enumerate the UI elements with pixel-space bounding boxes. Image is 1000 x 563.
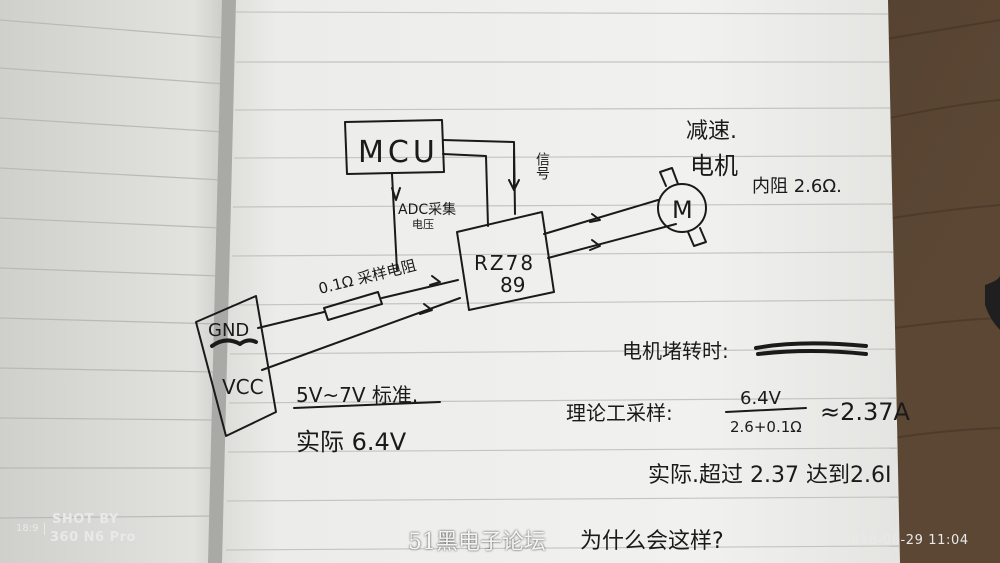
vcc-label: VCC [222,375,264,399]
watermark-timestamp: 2018-06-29 11:04 [842,533,969,548]
motor-symbol: M [672,196,693,224]
adc-sublabel: 电压 [412,218,434,231]
driver-box [456,211,555,311]
stall-title: 电机堵转时: [622,339,729,363]
formula-result: ≈2.37A [820,398,911,426]
watermark-shot-by: SHOT BY [52,512,119,527]
theory-label: 理论工采样: [566,401,673,425]
watermark-ratio: 18:9 [16,523,46,535]
motor-name: 电机 [690,152,738,180]
right-page-lines [225,11,900,551]
driver-label-line1: RZ78 [474,251,535,275]
motor-resistance: 内阻 2.6Ω. [752,176,842,197]
left-page [0,0,228,563]
formula-numerator: 6.4V [740,388,782,409]
formula-denominator: 2.6+0.1Ω [730,418,802,436]
driver-label-line2: 89 [500,273,525,297]
motor-circle [657,183,707,233]
question: 为什么会这样? [580,529,724,554]
mcu-label: MCU [358,135,439,170]
gnd-label: GND [208,320,249,341]
right-page [222,0,900,563]
circuit-drawing [195,119,868,437]
watermark-model: 360 N6 Pro [50,530,136,545]
actual-voltage: 实际 6.4V [296,428,407,456]
pen [985,275,1000,330]
notebook-spine [208,0,240,563]
actual-current: 实际.超过 2.37 达到2.6I [648,463,891,488]
adc-label: ADC采集 [398,201,456,218]
spec-label: 5V~7V 标准. [296,383,418,407]
motor-title: 减速. [686,119,737,144]
battery-box [195,295,277,437]
watermark-site: 51黑电子论坛 [408,530,546,555]
left-page-lines [0,19,227,519]
sense-resistor [323,291,383,321]
mcu-box [344,119,445,175]
